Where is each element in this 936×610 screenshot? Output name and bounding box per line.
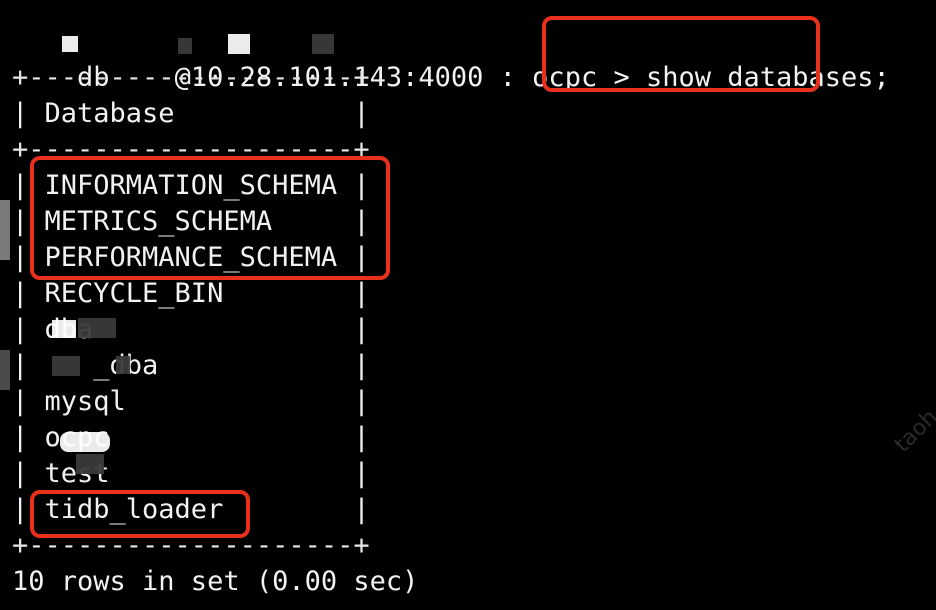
prompt-text: db @10.28.101.143:4000 : ocpc > — [77, 62, 646, 93]
table-top-border: +--------------------+ — [12, 62, 370, 93]
redaction-mark — [178, 38, 192, 54]
redaction-mark — [228, 34, 250, 54]
watermark-text: taoh — [890, 404, 936, 458]
redaction-mark — [60, 432, 110, 452]
redaction-mark — [52, 356, 80, 376]
redaction-mark — [52, 320, 76, 338]
redaction-mark — [62, 36, 78, 52]
highlight-tidb-loader — [30, 490, 250, 538]
table-row: | INFORMATION_SCHEMA | — [12, 170, 370, 201]
table-row: | tidb_loader | — [12, 494, 370, 525]
redaction-mark — [116, 356, 130, 374]
redaction-mark — [78, 318, 116, 338]
table-row: | test | — [12, 458, 370, 489]
redaction-mark — [312, 34, 334, 54]
command-text: show databases; — [645, 62, 890, 93]
background-window-strip — [0, 350, 10, 390]
table-row: | METRICS_SCHEMA | — [12, 206, 370, 237]
command-prompt-line: db @10.28.101.143:4000 : ocpc > show dat… — [12, 24, 890, 93]
table-row: | _dba | — [12, 350, 370, 381]
background-window-strip — [0, 200, 10, 260]
table-row: | mysql | — [12, 386, 370, 417]
table-header: | Database | — [12, 98, 370, 129]
result-summary: 10 rows in set (0.00 sec) — [12, 566, 419, 597]
table-row: | PERFORMANCE_SCHEMA | — [12, 242, 370, 273]
highlight-command — [542, 16, 820, 92]
table-row: | RECYCLE_BIN | — [12, 278, 370, 309]
highlight-schema-rows — [30, 156, 390, 280]
redaction-mark — [76, 454, 104, 474]
